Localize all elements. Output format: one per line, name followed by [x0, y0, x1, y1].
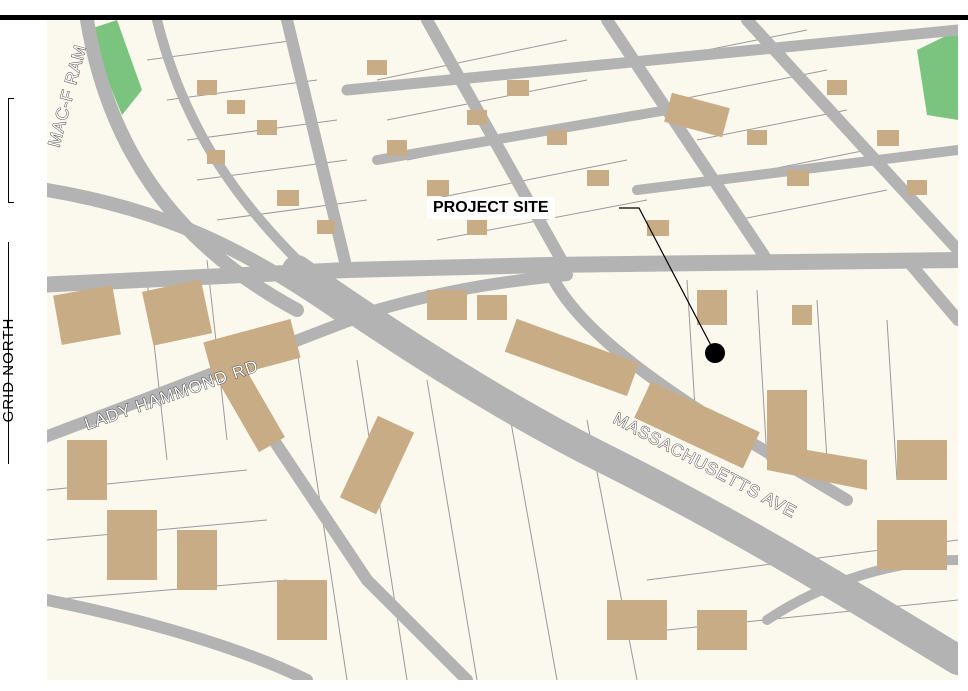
top-border-rule — [0, 15, 968, 20]
project-site-marker[interactable] — [705, 343, 725, 363]
margin-frame-line — [8, 98, 9, 203]
callout-leader-line — [619, 207, 716, 354]
road-network — [47, 20, 958, 680]
grid-north-label: GRID NORTH — [0, 317, 17, 423]
margin-frame-line — [8, 98, 14, 99]
map-viewport[interactable]: LADY HAMMOND RD MASSACHUSETTS AVE MAC-F … — [47, 20, 958, 680]
park-area — [87, 20, 142, 115]
buildings — [53, 60, 947, 650]
park-area — [917, 30, 958, 120]
left-margin-panel: GRID NORTH — [0, 20, 47, 691]
map-canvas: LADY HAMMOND RD MASSACHUSETTS AVE MAC-F … — [47, 20, 958, 680]
road-label-ramp: MAC-F RAM — [47, 42, 90, 149]
margin-frame-line — [8, 242, 9, 464]
margin-frame-line — [8, 202, 14, 203]
project-site-label: PROJECT SITE — [427, 197, 555, 219]
